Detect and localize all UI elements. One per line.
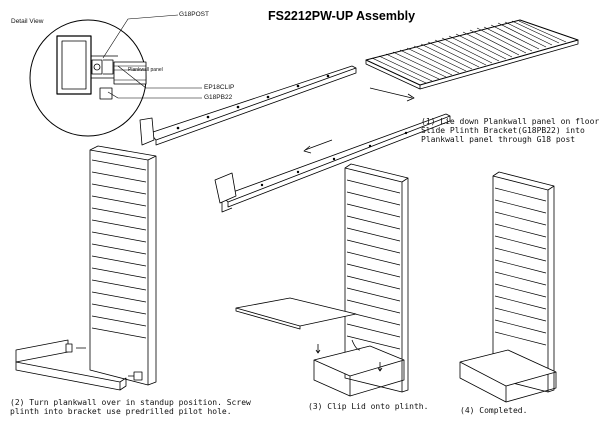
- plinth-bracket-bar: [139, 65, 357, 146]
- step4-label: (4) Completed.: [460, 406, 528, 415]
- detail-view-label: Detail View: [11, 18, 44, 25]
- step4-completed: [459, 171, 557, 403]
- plinth-bracket-angle: [214, 113, 451, 213]
- step2-panel: [15, 145, 157, 391]
- detail-view-circle: [29, 19, 147, 137]
- callout-post: G18POST: [179, 11, 209, 18]
- step2-line1: (2) Turn plankwall over in standup posit…: [10, 398, 251, 407]
- step3-panel: [235, 163, 409, 397]
- page-title: FS2212PW-UP Assembly: [268, 9, 416, 23]
- step1-line2: Slide Plinth Bracket(G18PB22) into: [421, 126, 585, 135]
- step3-label: (3) Clip Lid onto plinth.: [308, 402, 429, 411]
- flat-panel-top: [365, 19, 579, 90]
- step1-line3: Plankwall panel through G18 post: [421, 135, 576, 144]
- callout-bracket: G18PB22: [204, 94, 233, 101]
- callout-clip: EP18CLIP: [204, 84, 235, 91]
- step1-line1: (1) Lie down Plankwall panel on floor.: [421, 117, 600, 126]
- step2-line2: plinth into bracket use predrilled pilot…: [10, 407, 232, 416]
- callout-panel: Plankwall panel: [128, 67, 163, 73]
